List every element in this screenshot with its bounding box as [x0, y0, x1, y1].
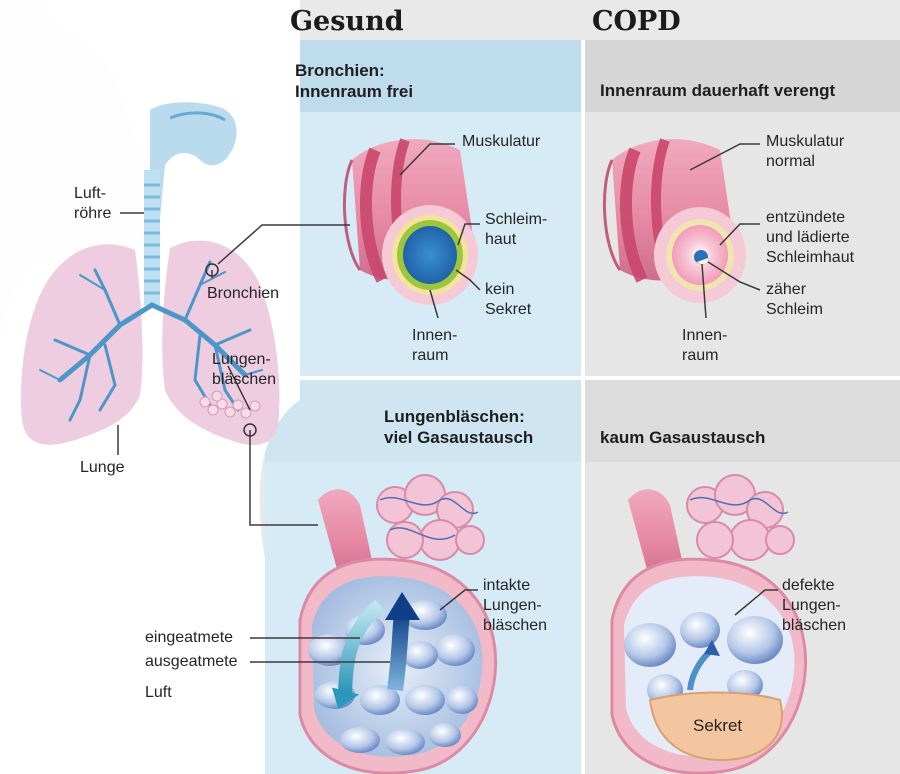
copd-title: COPD	[592, 6, 681, 37]
label-no-secretion: kein Sekret	[485, 281, 532, 318]
label-lung: Lunge	[80, 459, 125, 476]
healthy-alveoli-heading: Lungenbläschen: viel Gasaustausch	[384, 407, 534, 447]
copd-alveoli-heading: kaum Gasaustausch	[600, 428, 766, 447]
label-secretion: Sekret	[693, 716, 743, 735]
label-interior-copd: Innen- raum	[682, 327, 728, 364]
healthy-title: Gesund	[290, 6, 404, 37]
label-musculature: Muskulatur	[462, 133, 541, 150]
label-bronchi: Bronchien	[207, 285, 280, 302]
label-mucosa: Schleim- haut	[485, 211, 548, 248]
healthy-bronchi-heading: Bronchien: Innenraum frei	[295, 61, 414, 101]
label-alveoli: Lungen- bläschen	[212, 351, 277, 388]
body-silhouette	[0, 0, 300, 774]
leader-lines	[117, 143, 778, 663]
label-inflamed-mucosa: entzündete und lädierte Schleimhaut	[766, 209, 855, 266]
label-musculature-normal: Muskulatur normal	[766, 133, 845, 170]
label-viscous-mucus: zäher Schleim	[766, 281, 823, 318]
label-trachea: Luft- röhre	[74, 185, 112, 222]
lungs	[20, 240, 280, 445]
copd-bronchus	[603, 138, 746, 303]
label-intact-alveoli: intakte Lungen- bläschen	[483, 577, 548, 634]
label-interior-healthy: Innen- raum	[412, 327, 458, 364]
label-defective-alveoli: defekte Lungen- bläschen	[782, 577, 847, 634]
upper-airway	[144, 102, 237, 305]
copd-bronchi-heading: Innenraum dauerhaft verengt	[600, 81, 836, 100]
healthy-bronchus	[343, 138, 478, 305]
label-exhaled: ausgeatmete	[145, 653, 238, 670]
healthy-alveoli	[298, 474, 498, 774]
label-inhaled: eingeatmete	[145, 629, 234, 646]
copd-alveoli	[610, 474, 808, 774]
label-air: Luft	[145, 684, 172, 701]
